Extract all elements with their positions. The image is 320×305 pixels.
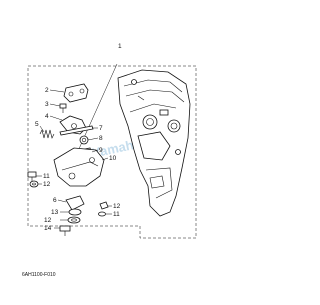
callout-1: 1: [118, 43, 122, 50]
callout-12-left: 12: [43, 181, 51, 188]
part-bolt-small: [59, 103, 67, 113]
callout-7: 7: [99, 125, 103, 132]
assembly-boundary: [27, 65, 197, 239]
part-washer-left: [29, 180, 39, 188]
leader-lines: [36, 89, 112, 229]
callout-12-right: 12: [113, 203, 121, 210]
callout-13: 13: [51, 209, 59, 216]
callout-4: 4: [45, 113, 49, 120]
part-bolt-bottom: [59, 225, 71, 236]
callout-11-right: 11: [113, 211, 120, 218]
part-bushing: [79, 135, 89, 145]
part-nut-right: [99, 201, 109, 210]
callout-5: 5: [35, 121, 39, 128]
part-lower-bracket: [53, 147, 105, 187]
callout-2: 2: [45, 87, 49, 94]
callout-9: 9: [99, 147, 103, 154]
part-spring: [39, 129, 55, 139]
callout-10: 10: [109, 155, 117, 162]
callout-3: 3: [45, 101, 49, 108]
callout-14: 14: [44, 225, 52, 232]
part-bolt-left: [27, 171, 37, 181]
part-washer-right: [98, 211, 106, 217]
engine-bracket: [117, 69, 191, 217]
part-link-rod: [59, 125, 94, 136]
callout-6: 6: [53, 197, 57, 204]
part-rubber-mount: [65, 195, 85, 216]
figure-code: 6AH1100-F010: [22, 272, 56, 278]
callout-8: 8: [99, 135, 103, 142]
part-bracket-plate: [63, 83, 89, 103]
callout-11-left: 11: [43, 173, 50, 180]
leader-line-main: [73, 63, 118, 161]
parts-diagram: Yamaha: [22, 43, 197, 278]
part-collar: [67, 216, 81, 224]
callout-12-bottom: 12: [44, 217, 52, 224]
